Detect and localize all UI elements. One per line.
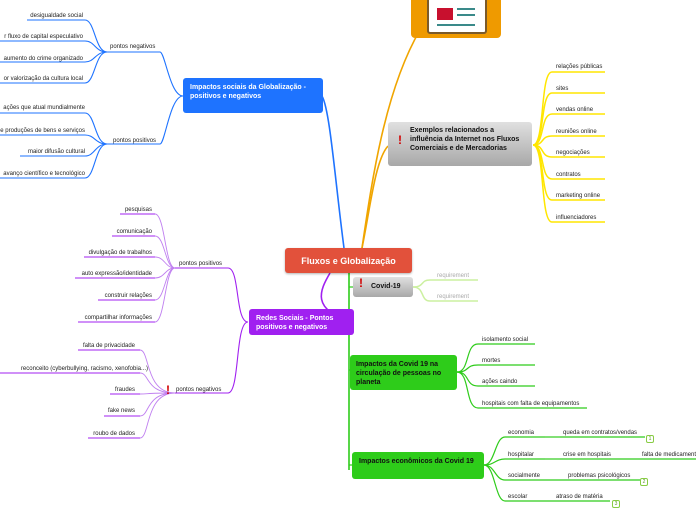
list-item: reuniões online (556, 129, 597, 135)
topic-covid-19[interactable]: ! Covid-19 (353, 277, 413, 297)
list-item: contratos (556, 172, 581, 178)
list-item: hospitais com falta de equipamentos (482, 401, 580, 407)
topic-redes-sociais[interactable]: Redes Sociais - Pontos positivos e negat… (249, 309, 354, 335)
list-item: comunicação (116, 229, 152, 235)
list-item: marketing online (556, 193, 601, 199)
marker-icon: 3 (612, 500, 620, 508)
requirement-placeholder[interactable]: requirement (437, 294, 470, 300)
list-item: queda em contratos/vendas (563, 430, 638, 436)
list-item: crise em hospitais (563, 452, 612, 458)
list-item: or valorização da cultura local (3, 76, 83, 82)
requirement-placeholder[interactable]: requirement (437, 273, 470, 279)
exclamation-icon: ! (166, 383, 170, 397)
list-item: relações públicas (556, 64, 603, 70)
exclamation-icon: ! (398, 133, 402, 147)
topic-impactos-sociais[interactable]: Impactos sociais da Globalização - posit… (183, 78, 323, 113)
list-item: desigualdade social (30, 13, 83, 19)
list-item: socialmente (508, 473, 541, 479)
list-item: e produções de bens e serviços (0, 128, 85, 134)
topic-title: Covid-19 (371, 283, 401, 290)
list-item: vendas online (556, 107, 594, 113)
document-illustration (411, 0, 501, 38)
topic-title: Exemplos relacionados a influência da In… (410, 127, 520, 152)
list-item: pesquisas (124, 207, 152, 213)
list-item: reconceito (cyberbullying, racismo, xeno… (20, 366, 148, 372)
list-item: mortes (482, 358, 501, 364)
topic-impactos-covid[interactable]: Impactos da Covid 19 na circulação de pe… (350, 355, 457, 390)
topic-exemplos-internet[interactable]: ! Exemplos relacionados a influência da … (388, 122, 532, 166)
marker-icon: 2 (640, 478, 648, 486)
list-item: avanço científico e tecnológico (3, 171, 85, 177)
list-item: maior difusão cultural (27, 149, 85, 155)
list-item: compartilhar informações (84, 315, 152, 321)
label-pontos-positivos: pontos positivos (179, 261, 223, 267)
list-item: ações que atual mundialmente (3, 105, 85, 111)
label-pontos-negativos: pontos negativos (176, 387, 222, 393)
list-item: fake news (107, 408, 135, 414)
list-item: falta de medicamentos (642, 452, 696, 458)
central-topic[interactable]: Fluxos e Globalização (285, 248, 412, 273)
marker-icon: 1 (646, 435, 654, 443)
list-item: r fluxo de capital especulativo (4, 34, 83, 40)
list-item: isolamento social (482, 337, 529, 343)
list-item: atraso de matéria (556, 494, 603, 500)
list-item: fraudes (114, 387, 135, 393)
list-item: falta de privacidade (82, 343, 135, 349)
list-item: problemas psicológicos (568, 473, 631, 479)
list-item: auto expressão/identidade (81, 271, 152, 277)
list-item: aumento do crime organizado (3, 56, 83, 62)
document-icon (427, 0, 487, 34)
list-item: hospitalar (508, 452, 535, 458)
label-pontos-negativos: pontos negativos (110, 44, 156, 50)
list-item: sites (556, 86, 569, 92)
list-item: negociações (556, 150, 590, 156)
list-item: construir relações (104, 293, 152, 299)
list-item: influenciadores (556, 215, 597, 221)
label-pontos-positivos: pontos positivos (113, 138, 157, 144)
list-item: economia (508, 430, 535, 436)
exclamation-icon: ! (359, 276, 363, 290)
list-item: ações caindo (482, 379, 518, 385)
list-item: roubo de dados (93, 431, 135, 437)
list-item: divulgação de trabalhos (88, 250, 152, 256)
topic-impactos-economicos[interactable]: Impactos econômicos da Covid 19 (352, 452, 484, 479)
list-item: escolar (508, 494, 528, 500)
